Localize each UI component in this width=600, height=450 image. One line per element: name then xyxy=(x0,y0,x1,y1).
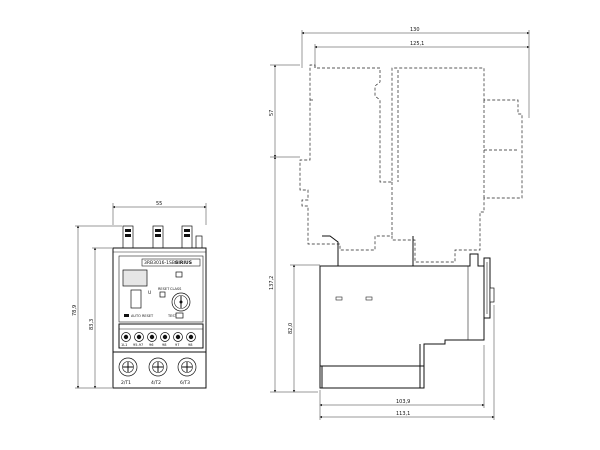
front-height-body-label: 83,3 xyxy=(89,319,95,330)
side-width-upper-label: 125,1 xyxy=(410,41,424,47)
upper-terminal-label: 96 xyxy=(149,343,153,347)
upper-terminal-label: 98 xyxy=(162,343,166,347)
side-height-lower-label: 82,0 xyxy=(288,323,294,334)
brand-label: SIRIUS xyxy=(175,260,192,266)
test-button[interactable] xyxy=(175,312,184,319)
lower-terminal-label: 4/T2 xyxy=(151,380,161,386)
lower-terminal-labels: 2/T1 4/T2 6/T3 xyxy=(121,380,190,386)
upper-terminal-row xyxy=(121,332,196,342)
relay-side-body xyxy=(319,235,495,389)
lower-terminal-label: 6/T3 xyxy=(180,380,190,386)
side-bottom-dimensions: 103,9 113,1 xyxy=(319,305,495,420)
reset-label: RESET xyxy=(158,287,170,291)
test-label: TEST xyxy=(167,314,178,318)
upper-terminal-labels: 1L1 95-97 96 98 97 98 xyxy=(121,343,192,347)
lower-terminal-label: 2/T1 xyxy=(121,380,131,386)
upper-terminal-label: 95-97 xyxy=(133,343,143,347)
side-width-lower-2-label: 113,1 xyxy=(396,411,410,417)
side-width-dimensions: 130 125,1 xyxy=(301,27,530,118)
side-height-upper-label: 57 xyxy=(269,110,275,116)
side-view: 130 125,1 57 137,2 82,0 xyxy=(269,27,530,420)
contactor-outline xyxy=(299,64,523,263)
device-order-number: 3RB3016-1SB0 xyxy=(144,260,178,266)
upper-terminal-label: 98 xyxy=(188,343,192,347)
side-width-total-label: 130 xyxy=(410,27,420,33)
current-setting-window xyxy=(130,289,142,309)
auto-reset-label: AUTO RESET xyxy=(131,314,154,318)
display-window xyxy=(122,269,148,287)
top-screw-terminals xyxy=(122,225,203,249)
side-height-dimensions: 57 137,2 82,0 xyxy=(269,64,320,393)
class-label: CLASS xyxy=(170,287,182,291)
front-view: 55 3RB3016-1SB0 SIRIUS U RESET xyxy=(72,201,207,389)
upper-terminal-label: 97 xyxy=(175,343,179,347)
lower-terminal-row xyxy=(118,357,197,377)
svg-text:U: U xyxy=(148,290,151,296)
front-width-label: 55 xyxy=(156,201,162,207)
front-width-dimension: 55 xyxy=(112,201,207,225)
current-setting-dial[interactable] xyxy=(171,292,191,312)
front-height-total-label: 78,9 xyxy=(72,305,78,316)
upper-terminal-label: 1L1 xyxy=(121,343,127,347)
front-height-dimensions: 78,9 83,3 xyxy=(72,225,122,389)
reset-button[interactable] xyxy=(159,291,166,298)
class-switch[interactable] xyxy=(175,271,183,278)
auto-reset-switch[interactable] xyxy=(124,314,129,317)
side-width-lower-1-label: 103,9 xyxy=(396,399,410,405)
side-height-total-label: 137,2 xyxy=(269,276,275,290)
